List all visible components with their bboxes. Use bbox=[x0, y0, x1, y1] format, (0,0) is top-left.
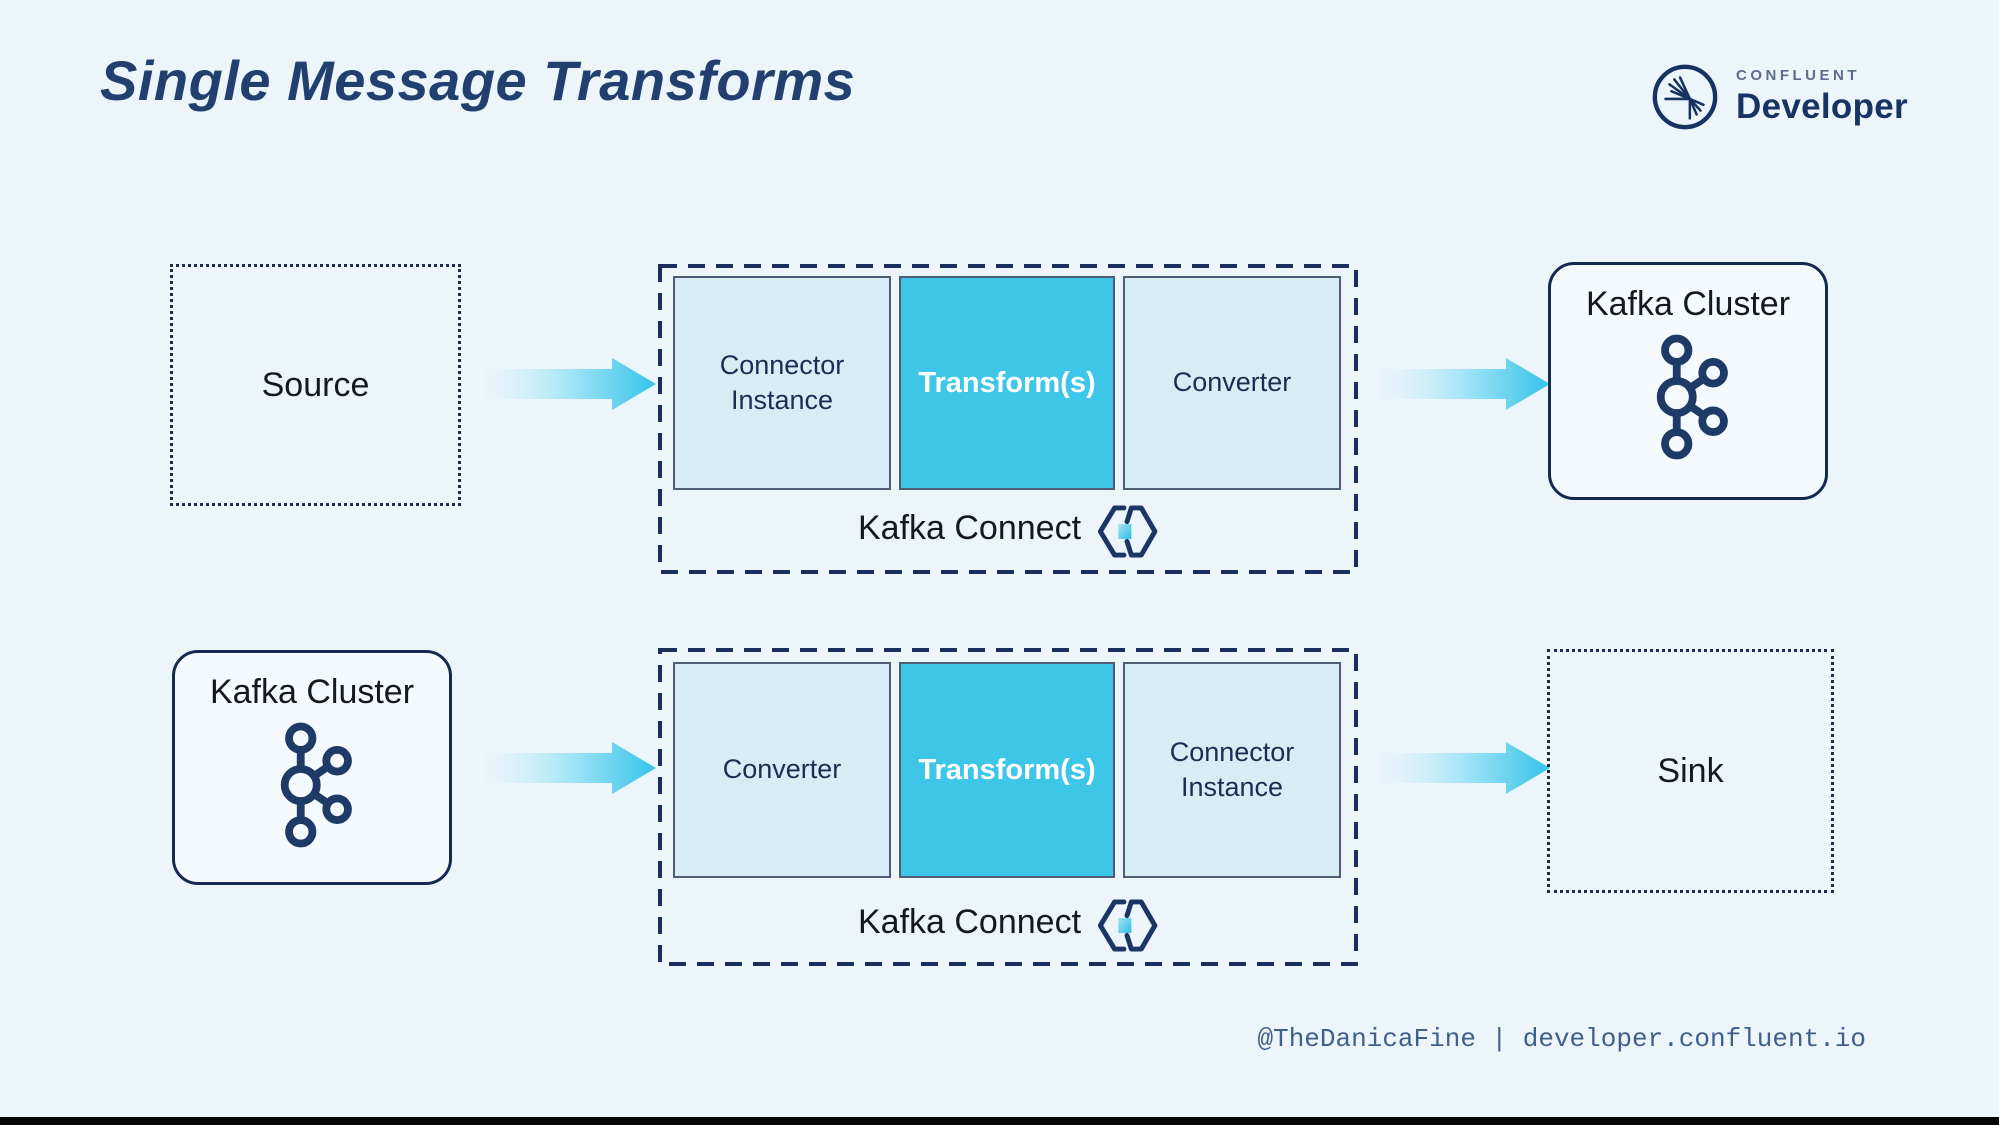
stage-transforms: Transform(s) bbox=[899, 276, 1115, 490]
stage-label: Converter bbox=[1172, 367, 1292, 398]
kafka-connect-hexagon-icon bbox=[1097, 504, 1158, 558]
kafka-cluster-box: Kafka Cluster bbox=[1548, 262, 1828, 500]
brand-developer-label: Developer bbox=[1736, 87, 1908, 126]
flow-arrow-icon bbox=[1380, 358, 1550, 410]
stage-connector-instance: Connector Instance bbox=[673, 276, 891, 490]
confluent-spark-icon bbox=[1652, 64, 1718, 130]
kafka-logo-icon bbox=[280, 722, 352, 848]
kafka-connect-group-sink: Converter Transform(s) Connector Instanc… bbox=[658, 648, 1358, 966]
kafka-cluster-label: Kafka Cluster bbox=[1585, 285, 1791, 323]
stage-connector-instance: Connector Instance bbox=[1123, 662, 1341, 878]
kafka-cluster-box: Kafka Cluster bbox=[172, 650, 452, 885]
stage-converter: Converter bbox=[1123, 276, 1341, 490]
stage-converter: Converter bbox=[673, 662, 891, 878]
kafka-connect-label: Kafka Connect bbox=[857, 902, 1082, 941]
stage-label: Connector Instance bbox=[719, 349, 845, 415]
kafka-connect-label: Kafka Connect bbox=[857, 508, 1082, 547]
source-box: Source bbox=[170, 264, 461, 506]
kafka-cluster-label: Kafka Cluster bbox=[209, 673, 415, 711]
flow-arrow-icon bbox=[1380, 742, 1550, 794]
stage-label: Connector Instance bbox=[1169, 736, 1295, 802]
kafka-connect-caption: Kafka Connect bbox=[658, 496, 1358, 560]
confluent-developer-logo: CONFLUENT Developer bbox=[1650, 62, 1908, 132]
flow-arrow-icon bbox=[486, 358, 656, 410]
sink-box: Sink bbox=[1547, 649, 1834, 893]
stage-label: Transform(s) bbox=[918, 366, 1096, 399]
brand-confluent-label: CONFLUENT bbox=[1736, 67, 1860, 84]
stage-transforms: Transform(s) bbox=[899, 662, 1115, 878]
source-label: Source bbox=[261, 365, 370, 404]
stage-label: Transform(s) bbox=[918, 753, 1096, 786]
kafka-connect-caption: Kafka Connect bbox=[658, 890, 1358, 954]
kafka-connect-group-source: Connector Instance Transform(s) Converte… bbox=[658, 264, 1358, 574]
stage-label: Converter bbox=[722, 754, 842, 785]
kafka-logo-icon bbox=[1656, 334, 1728, 460]
footer-credit: @TheDanicaFine | developer.confluent.io bbox=[1257, 1024, 1867, 1054]
dashed-border bbox=[658, 648, 1358, 966]
brand-wordmark: CONFLUENT Developer bbox=[1736, 67, 1908, 127]
flow-arrow-icon bbox=[486, 742, 656, 794]
kafka-connect-hexagon-icon bbox=[1097, 898, 1158, 952]
page-title: Single Message Transforms bbox=[100, 49, 856, 112]
sink-label: Sink bbox=[1657, 751, 1724, 790]
bottom-black-bar bbox=[0, 1117, 1999, 1125]
dashed-border bbox=[658, 264, 1358, 574]
